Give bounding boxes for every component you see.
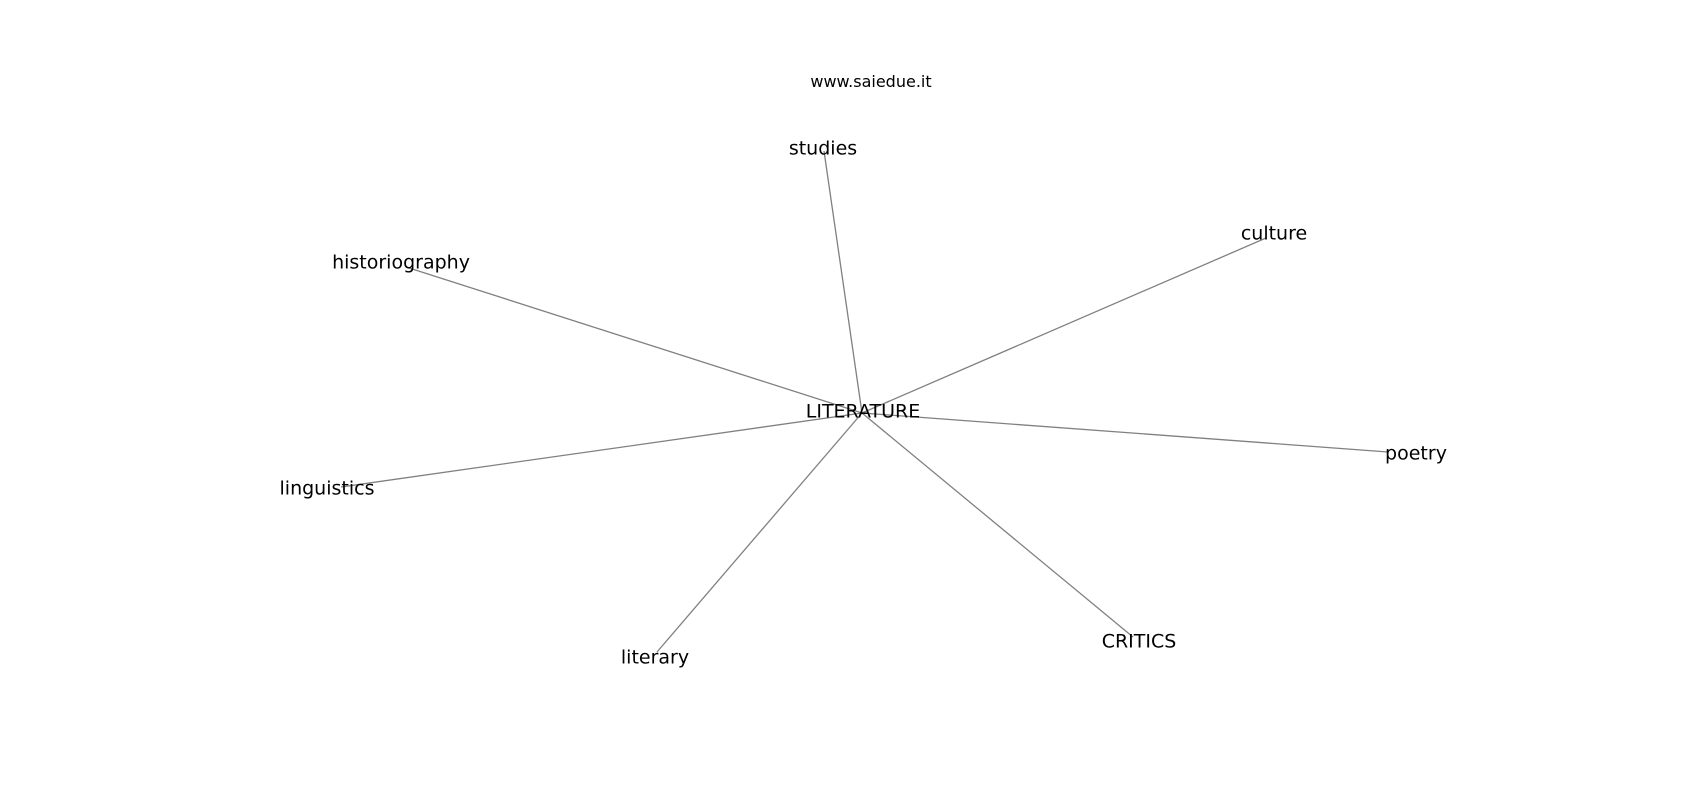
edge-literature-critics	[861, 412, 1134, 638]
edge-literature-culture	[861, 237, 1267, 414]
edge-literature-studies	[823, 150, 863, 414]
edge-literature-historiography	[405, 266, 863, 414]
node-linguistics: linguistics	[279, 477, 375, 500]
node-studies: studies	[788, 137, 858, 160]
edge-literature-literary	[656, 412, 863, 653]
edge-literature-poetry	[861, 412, 1389, 453]
edge-literature-linguistics	[340, 412, 863, 488]
node-literary: literary	[620, 646, 690, 669]
watermark-text: www.saiedue.it	[810, 72, 932, 91]
node-critics: CRITICS	[1101, 630, 1177, 653]
node-historiography: historiography	[332, 251, 470, 274]
node-center-literature: LITERATURE	[805, 400, 921, 423]
node-culture: culture	[1240, 222, 1308, 245]
node-poetry: poetry	[1385, 442, 1447, 465]
